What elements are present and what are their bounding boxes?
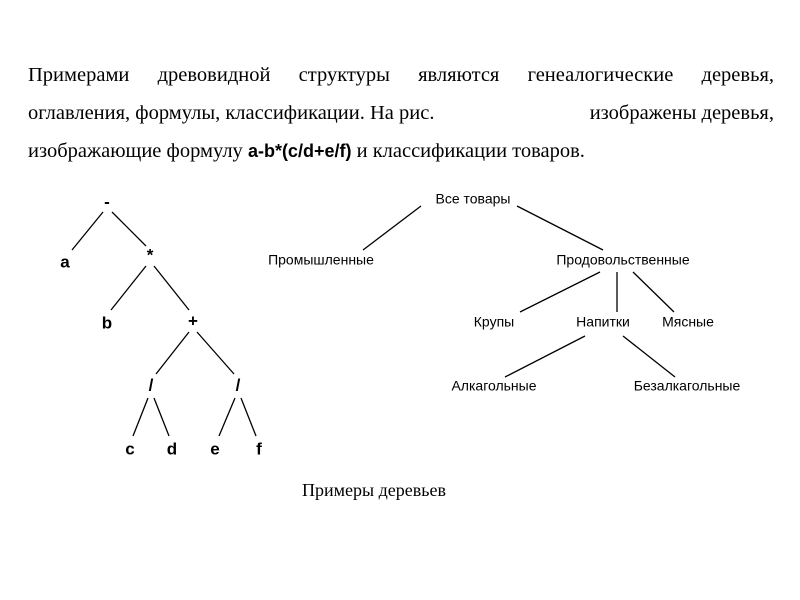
expression-tree-node-div1: / (149, 375, 154, 394)
classification-tree-edge-all-ind (362, 205, 422, 251)
expression-tree-node-minus: - (104, 192, 110, 211)
expression-tree-node-f: f (256, 439, 262, 458)
classification-tree-node-ind: Промышленные (268, 252, 374, 268)
classification-tree-node-all: Все товары (436, 191, 511, 207)
expression-tree-node-d: d (167, 439, 177, 458)
classification-tree-node-nonalc: Безалкагольные (634, 378, 741, 394)
figure-caption: Примеры деревьев (302, 480, 446, 500)
intro-line-2-start: оглавления, формулы, классификации. На р… (28, 102, 435, 124)
expression-tree-node-c: c (125, 439, 134, 458)
expression-tree-edge-mul-plus (153, 265, 190, 311)
expression-tree-edge-div1-c (132, 397, 149, 437)
intro-paragraph: Примерами древовидной структуры являются… (28, 56, 774, 170)
classification-tree-edge-food-grain (519, 271, 601, 313)
expression-tree-edge-minus-a (71, 211, 104, 251)
expression-tree-edges (71, 211, 257, 437)
classification-tree-edges (362, 205, 676, 378)
expression-tree-node-div2: / (236, 375, 241, 394)
expression-tree-edge-plus-div1 (155, 331, 190, 375)
expression-tree-edge-div2-e (218, 397, 236, 437)
classification-tree-edge-all-food (516, 205, 604, 251)
expression-tree-nodes: - a * b + / / c d e f (60, 192, 262, 458)
expression-tree-node-a: a (60, 252, 70, 271)
classification-tree-node-drinks: Напитки (576, 314, 630, 330)
expression-tree-node-plus: + (188, 311, 198, 330)
classification-tree-node-food: Продовольственные (556, 252, 690, 268)
expression-tree-node-e: e (210, 439, 219, 458)
intro-line-3-start: изображающие формулу (28, 140, 248, 162)
intro-line-1: Примерами древовидной структуры являются… (28, 64, 774, 86)
expression-tree-edge-div2-f (240, 397, 257, 437)
expression-tree-node-b: b (102, 313, 112, 332)
intro-line-3-end: и классификации товаров. (351, 140, 585, 162)
expression-tree-edge-plus-div2 (196, 331, 235, 375)
intro-line-2-end: изображены деревья, (589, 102, 774, 124)
classification-tree-node-alc: Алкагольные (451, 378, 536, 394)
expression-tree-edge-minus-mul (111, 211, 147, 247)
expression-tree-node-mul: * (147, 245, 154, 264)
expression-tree-edge-div1-d (153, 397, 170, 437)
classification-tree-node-grain: Крупы (474, 314, 514, 330)
intro-line-3: изображающие формулу a-b*(c/d+e/f) и кла… (28, 132, 774, 170)
classification-tree-edge-drinks-nonalc (622, 335, 676, 378)
formula-text: a-b*(c/d+e/f) (247, 141, 352, 161)
classification-tree-edge-food-meat (632, 271, 675, 313)
classification-tree-edge-drinks-alc (504, 335, 586, 378)
expression-tree-edge-mul-b (110, 265, 147, 311)
intro-line-2: оглавления, формулы, классификации. На р… (28, 94, 774, 132)
classification-tree-node-meat: Мясные (662, 314, 714, 330)
